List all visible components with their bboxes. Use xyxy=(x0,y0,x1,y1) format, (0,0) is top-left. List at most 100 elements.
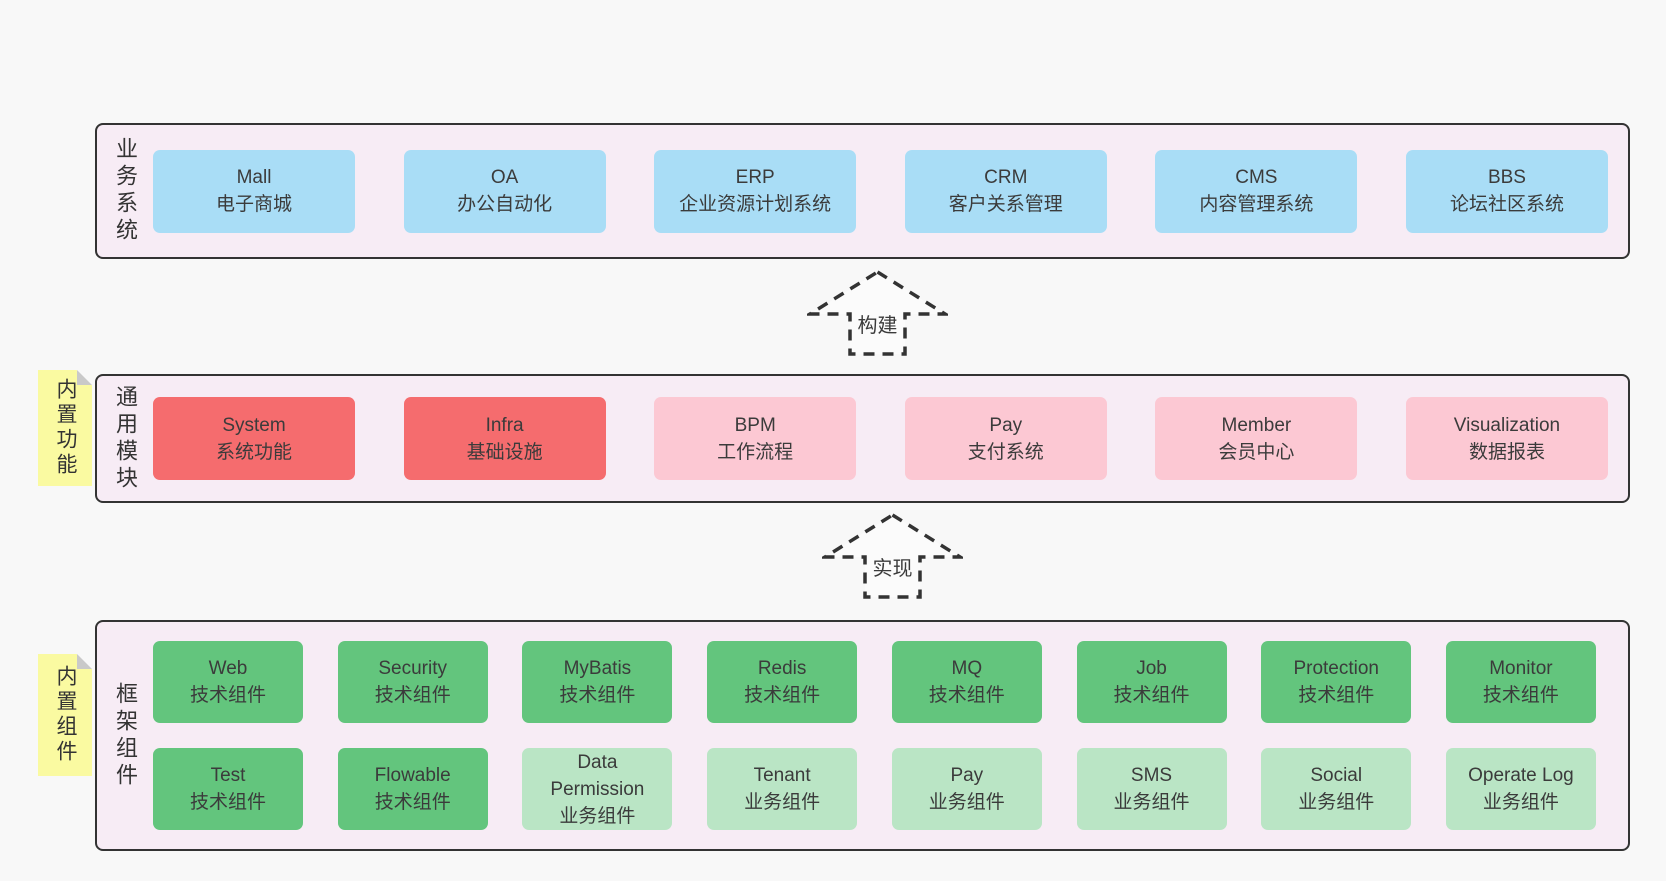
section-common-modules: 通用模块 System 系统功能 Infra 基础设施 BPM 工作流程 Pay… xyxy=(95,374,1630,503)
box-title: Security xyxy=(378,658,448,679)
box-sms: SMS 业务组件 xyxy=(1076,748,1227,830)
box-title: MyBatis xyxy=(563,658,632,679)
box-member: Member 会员中心 xyxy=(1155,397,1358,480)
components-rows: Web 技术组件 Security 技术组件 MyBatis 技术组件 Redi… xyxy=(153,622,1628,849)
box-title: Job xyxy=(1136,658,1167,679)
box-subtitle: 数据报表 xyxy=(1468,441,1545,463)
box-monitor: Monitor 技术组件 xyxy=(1445,641,1596,723)
box-pay-system: Pay 支付系统 xyxy=(904,397,1107,480)
box-title: Data Permission xyxy=(550,751,645,800)
box-title: System xyxy=(222,414,286,436)
box-title: Protection xyxy=(1293,658,1379,679)
box-subtitle: 业务组件 xyxy=(1113,792,1190,813)
box-subtitle: 技术组件 xyxy=(1113,685,1190,706)
sticky-note-builtin-features: 内置功能 xyxy=(38,370,92,486)
box-crm: CRM 客户关系管理 xyxy=(904,149,1107,233)
box-tenant: Tenant 业务组件 xyxy=(707,748,858,830)
box-title: Monitor xyxy=(1489,658,1553,679)
sticky-label: 内置功能 xyxy=(54,378,77,478)
box-mall: Mall 电子商城 xyxy=(153,149,355,233)
box-web: Web 技术组件 xyxy=(153,641,303,723)
box-subtitle: 论坛社区系统 xyxy=(1449,194,1564,215)
sticky-fold-icon xyxy=(77,654,92,669)
arrow-label: 构建 xyxy=(854,309,901,338)
arrow-up-build-icon: 构建 xyxy=(807,269,948,357)
box-subtitle: 办公自动化 xyxy=(457,194,553,215)
box-bbs: BBS 论坛社区系统 xyxy=(1405,149,1608,233)
box-title: Tenant xyxy=(753,765,811,786)
box-subtitle: 技术组件 xyxy=(1482,685,1559,706)
components-row-2: Test 技术组件 Flowable 技术组件 Data Permission … xyxy=(153,748,1596,830)
box-subtitle: 业务组件 xyxy=(928,792,1005,813)
box-job: Job 技术组件 xyxy=(1076,641,1227,723)
box-subtitle: 技术组件 xyxy=(189,792,266,813)
box-subtitle: 客户关系管理 xyxy=(948,194,1063,215)
box-oa: OA 办公自动化 xyxy=(403,149,606,233)
box-title: OA xyxy=(490,167,519,188)
box-title: Operate Log xyxy=(1468,765,1574,786)
box-title: Visualization xyxy=(1453,414,1561,436)
section-label: 框架组件 xyxy=(113,681,138,790)
box-title: Pay xyxy=(989,414,1023,436)
box-flowable: Flowable 技术组件 xyxy=(337,748,488,830)
section-business-systems: 业务系统 Mall 电子商城 OA 办公自动化 ERP 企业资源计划系统 CRM… xyxy=(95,123,1630,259)
box-title: Test xyxy=(210,765,246,786)
box-subtitle: 技术组件 xyxy=(559,685,636,706)
box-title: Member xyxy=(1221,414,1292,436)
box-subtitle: 技术组件 xyxy=(1298,685,1375,706)
section-label: 业务系统 xyxy=(113,137,138,245)
box-subtitle: 业务组件 xyxy=(559,805,636,827)
box-infra: Infra 基础设施 xyxy=(403,397,606,480)
box-title: Redis xyxy=(757,658,807,679)
box-title: Web xyxy=(208,658,248,679)
box-mq: MQ 技术组件 xyxy=(891,641,1042,723)
box-subtitle: 企业资源计划系统 xyxy=(679,194,832,215)
box-security: Security 技术组件 xyxy=(337,641,488,723)
sticky-label: 内置组件 xyxy=(54,665,77,765)
box-title: BBS xyxy=(1487,167,1526,188)
box-subtitle: 系统功能 xyxy=(215,441,292,463)
box-pay-component: Pay 业务组件 xyxy=(891,748,1042,830)
box-subtitle: 电子商城 xyxy=(215,194,292,215)
box-subtitle: 技术组件 xyxy=(928,685,1005,706)
section-framework-components: 框架组件 Web 技术组件 Security 技术组件 MyBatis 技术组件… xyxy=(95,620,1630,851)
box-title: BPM xyxy=(734,414,776,436)
box-redis: Redis 技术组件 xyxy=(707,641,858,723)
box-subtitle: 技术组件 xyxy=(744,685,821,706)
box-subtitle: 基础设施 xyxy=(466,441,543,463)
box-subtitle: 业务组件 xyxy=(1482,792,1559,813)
box-erp: ERP 企业资源计划系统 xyxy=(654,149,857,233)
box-title: Social xyxy=(1310,765,1363,786)
box-data-permission: Data Permission 业务组件 xyxy=(522,748,673,830)
box-title: CMS xyxy=(1235,167,1278,188)
arrow-label: 实现 xyxy=(869,552,916,581)
box-protection: Protection 技术组件 xyxy=(1261,641,1412,723)
sticky-note-builtin-components: 内置组件 xyxy=(38,654,92,776)
box-subtitle: 支付系统 xyxy=(967,441,1044,463)
box-social: Social 业务组件 xyxy=(1261,748,1412,830)
box-test: Test 技术组件 xyxy=(153,748,303,830)
box-subtitle: 会员中心 xyxy=(1218,441,1295,463)
components-row-1: Web 技术组件 Security 技术组件 MyBatis 技术组件 Redi… xyxy=(153,641,1596,723)
box-bpm: BPM 工作流程 xyxy=(654,397,857,480)
box-title: Infra xyxy=(485,414,524,436)
box-title: ERP xyxy=(735,167,775,188)
box-visualization: Visualization 数据报表 xyxy=(1405,397,1608,480)
sticky-fold-icon xyxy=(77,370,92,385)
box-title: Pay xyxy=(950,765,984,786)
box-subtitle: 业务组件 xyxy=(1298,792,1375,813)
box-subtitle: 业务组件 xyxy=(744,792,821,813)
box-title: MQ xyxy=(951,658,983,679)
box-title: CRM xyxy=(984,167,1028,188)
box-subtitle: 技术组件 xyxy=(374,792,451,813)
box-subtitle: 内容管理系统 xyxy=(1199,194,1314,215)
box-cms: CMS 内容管理系统 xyxy=(1155,149,1358,233)
arrow-up-implement-icon: 实现 xyxy=(822,512,963,600)
box-title: Flowable xyxy=(374,765,451,786)
section-label: 通用模块 xyxy=(113,384,138,493)
box-subtitle: 技术组件 xyxy=(189,685,266,706)
modules-boxes-row: System 系统功能 Infra 基础设施 BPM 工作流程 Pay 支付系统… xyxy=(153,376,1628,501)
box-mybatis: MyBatis 技术组件 xyxy=(522,641,673,723)
box-system: System 系统功能 xyxy=(153,397,355,480)
